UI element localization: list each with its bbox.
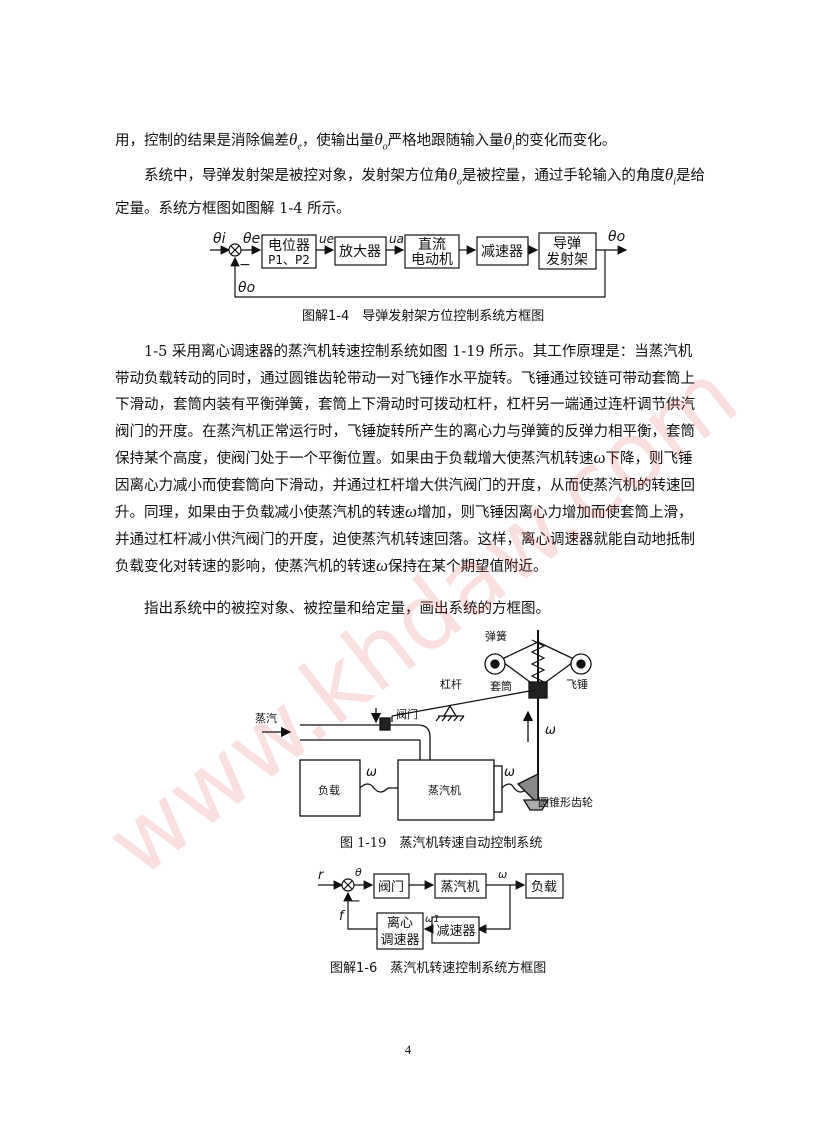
fig14-theta-e: θe xyxy=(243,231,260,247)
label-sleeve: 套筒 xyxy=(490,679,512,693)
figure-1-6-caption: 图解1-6 蒸汽机转速控制系统方框图 xyxy=(330,961,547,976)
label-steam: 蒸汽 xyxy=(255,711,277,725)
p3-text-c: 增加，则飞锤因离心力增加而使套筒上滑，并通过杠杆减小供汽阀门的开度，迫使蒸汽机转… xyxy=(115,505,695,575)
theta-e: θe xyxy=(289,130,302,153)
label-engine: 蒸汽机 xyxy=(428,783,461,797)
fig14-theta-o: θo xyxy=(608,229,625,245)
steam-engine xyxy=(397,759,495,821)
p2-text-c: 是给定量。系统方框图如图解 1-4 所示。 xyxy=(115,168,705,217)
figure-1-19-caption: 图 1-19 蒸汽机转速自动控制系统 xyxy=(340,836,543,851)
p2-text-a: 系统中，导弹发射架是被控对象，发射架方位角 xyxy=(144,168,449,184)
fig16-theta: θ xyxy=(355,866,362,879)
fig16-governor-2: 调速器 xyxy=(380,933,419,948)
theta-o: θo xyxy=(374,130,388,153)
fig14-dc-motor: 直流 xyxy=(418,236,446,253)
fig16-omega1: ω1 xyxy=(425,914,440,925)
label-spring: 弹簧 xyxy=(485,629,507,643)
fig16-valve: 阀门 xyxy=(378,880,404,895)
bevel-gear xyxy=(516,772,539,806)
theta-i: θi xyxy=(503,130,515,153)
p2-text-b: 是被控量，通过手轮输入的角度 xyxy=(461,168,665,184)
paragraph-4: 指出系统中的被控对象、被控量和给定量，画出系统的方框图。 xyxy=(115,596,705,623)
paragraph-3: 1-5 采用离心调速器的蒸汽机转速控制系统如图 1-19 所示。其工作原理是：当… xyxy=(115,339,705,581)
fig14-launcher-2: 发射架 xyxy=(546,252,588,268)
fig16-reducer: 减速器 xyxy=(436,924,475,939)
label-gear: 圆锥形齿轮 xyxy=(538,795,593,809)
p3-text-a: 1-5 采用离心调速器的蒸汽机转速控制系统如图 1-19 所示。其工作原理是：当… xyxy=(115,344,695,467)
fig14-launcher: 导弹 xyxy=(553,236,581,252)
omega-2: ω xyxy=(405,502,418,521)
svg-text:−: − xyxy=(239,257,251,273)
fig14-reducer: 减速器 xyxy=(481,244,523,260)
label-omega-vertical: ω xyxy=(545,723,556,738)
label-load: 负载 xyxy=(318,783,340,797)
p1-text-b: ，使输出量 xyxy=(301,133,375,149)
p1-text-a: 用，控制的结果是消除偏差 xyxy=(115,133,289,149)
fig16-load: 负载 xyxy=(531,880,557,895)
fig14-feedback-theta-o: θo xyxy=(238,280,255,296)
label-omega-right: ω xyxy=(504,765,515,780)
theta-i-2: θi xyxy=(664,165,676,188)
page-number: 4 xyxy=(404,1042,412,1057)
fig16-minus: − xyxy=(350,894,361,909)
sleeve xyxy=(528,681,548,699)
p1-text-d: 的变化而变化。 xyxy=(514,133,617,149)
fig14-potentiometer: 电位器 xyxy=(268,238,310,254)
fig14-amplifier: 放大器 xyxy=(339,244,381,260)
label-lever: 杠杆 xyxy=(440,677,462,691)
theta-o-2: θo xyxy=(448,165,462,188)
fig14-potentiometer-p: P1、P2 xyxy=(268,253,310,267)
fig16-omega: ω xyxy=(498,868,507,881)
paragraph-1: 用，控制的结果是消除偏差θe，使输出量θo严格地跟随输入量θi的变化而变化。 xyxy=(115,127,705,161)
p1-text-c: 严格地跟随输入量 xyxy=(387,133,504,149)
fig14-ua: ua xyxy=(389,232,404,246)
omega-3: ω xyxy=(376,556,389,575)
fig16-governor: 离心 xyxy=(387,915,413,931)
fig14-dc-motor-2: 电动机 xyxy=(411,252,453,268)
omega-1: ω xyxy=(593,448,606,467)
label-flyball: 飞锤 xyxy=(566,677,588,691)
spring xyxy=(530,639,546,683)
figure-1-4-caption: 图解1-4 导弹发射架方位控制系统方框图 xyxy=(302,309,545,324)
valve xyxy=(379,717,391,731)
paragraph-2: 系统中，导弹发射架是被控对象，发射架方位角θo是被控量，通过手轮输入的角度θi是… xyxy=(115,162,705,222)
fig16-r: r xyxy=(318,868,325,883)
fig16-f: f xyxy=(339,909,346,924)
label-valve: 阀门 xyxy=(396,707,418,721)
p3-text-b: 下降，则飞锤因离心力减小而使套筒向下滑动，并通过杠杆增大供汽阀门的开度，从而使蒸… xyxy=(115,451,695,521)
p3-text-d: 保持在某个期望值附近。 xyxy=(388,559,548,575)
lever xyxy=(391,689,536,717)
label-omega-shaft: ω xyxy=(366,765,377,780)
fig14-ue: ue xyxy=(319,232,334,246)
p4-text: 指出系统中的被控对象、被控量和给定量，画出系统的方框图。 xyxy=(144,601,550,617)
fig14-theta-i: θi xyxy=(213,231,226,247)
fig16-engine: 蒸汽机 xyxy=(440,880,479,895)
